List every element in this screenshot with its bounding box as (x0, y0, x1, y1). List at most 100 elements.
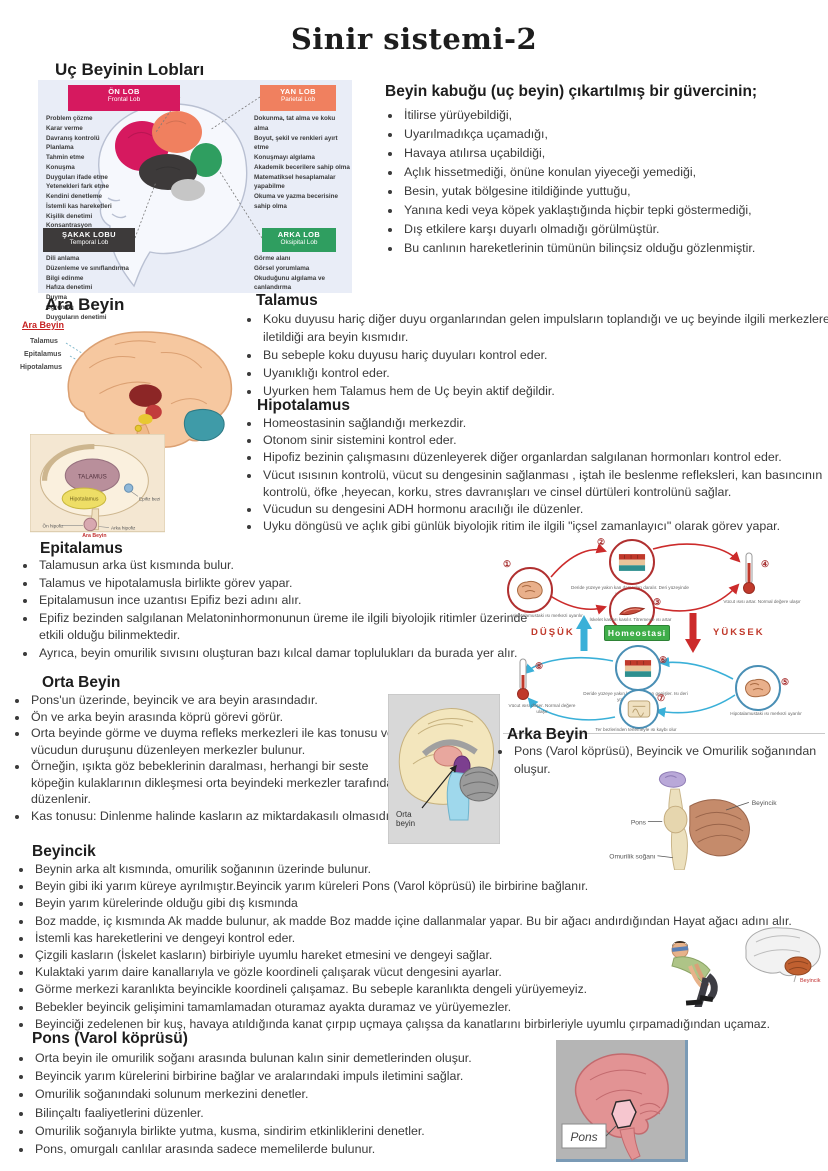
bullet-item: Görme merkezi karanlıkta beyincikle koor… (33, 981, 828, 998)
step-caption: İskelet kasları kasılır. Titremeyle ısı … (589, 617, 672, 622)
parietal-lobe-subtitle: Parietal Lob (280, 96, 316, 103)
bullet-item: İtilirse yürüyebildiği, (402, 106, 823, 125)
beyincik-sketch-label: Beyincik (800, 978, 821, 984)
bullet-item: Uyarılmadıkça uçamadığı, (402, 125, 823, 144)
bullet-item: Dış etkilere karşı duyarlı olmadığı görü… (402, 220, 823, 239)
bullet-item: Matematiksel hesaplamalar yapabilme (254, 173, 336, 191)
occipital-lobe-subtitle: Oksipital Lob (280, 239, 318, 246)
low-label: DÜŞÜK (531, 627, 575, 638)
step-caption: Ter bezlerinden terlemeyle ısı kaybı olu… (595, 727, 677, 732)
skin-vessels-node-icon (609, 539, 655, 585)
hipotalamus-heading: Hipotalamus (257, 397, 351, 414)
bullet-item: Homeostasinin sağlandığı merkezdir. (261, 415, 828, 432)
step-caption: Hipotalamustaki ısı merkezi uyarılır (511, 613, 583, 618)
bullet-item: Açlık hissetmediği, önüne konulan yiyece… (402, 163, 823, 182)
head-profile-illustration (97, 96, 263, 288)
bullet-item: Ayrıca, beyin omurilik sıvısını oluştura… (37, 645, 529, 663)
epitalamus-heading: Epitalamus (40, 540, 123, 557)
talamus-pointer-label: Talamus (30, 338, 58, 345)
bullet-item: Dili anlama (46, 255, 80, 262)
beyincik-heading: Beyincik (32, 843, 96, 860)
bullet-item: Vücudun su dengesini ADH hormonu aracılı… (261, 501, 828, 518)
bullet-item: Beynin arka alt kısmında, omurilik soğan… (33, 861, 828, 878)
pons-figure: Pons (556, 1040, 688, 1162)
sweat-gland-node-icon (619, 689, 659, 729)
bullet-item: Karar verme (46, 124, 83, 132)
bullet-item: Uyanıklığı kontrol eder. (261, 364, 828, 382)
bullet-item: Konuşma (46, 163, 75, 171)
bullet-item: Hafıza denetimi (46, 284, 93, 292)
bullet-item: Pons, omurgalı canlılar arasında sadece … (33, 1140, 578, 1158)
pons-list: Orta beyin ile omurilik soğanı arasında … (16, 1049, 578, 1158)
step-caption: Vücut ısısı artar. Normal değere ulaşır (723, 599, 801, 604)
talamus-list: Koku duyusu hariç diğer duyu organlarınd… (244, 310, 828, 400)
hypothalamus-node-icon (735, 665, 781, 711)
bullet-item: Uyurken hem Talamus hem de Uç beyin akti… (261, 382, 828, 400)
bullet-item: Yanına kedi veya köpek yaklaştığında hiç… (402, 201, 823, 220)
bullet-item: Talamus ve hipotalamusla birlikte görev … (37, 575, 529, 593)
bullet-item: Dokunma, tat alma ve koku alma (254, 115, 336, 132)
bullet-item: Bu sebeple koku duyusu hariç duyuları ko… (261, 346, 828, 364)
step-caption: Hipotalamustaki ısı merkezi uyarılır (730, 711, 802, 716)
step-number: ③ (653, 597, 662, 607)
inset-on-hipofiz-label: Ön hipofiz (42, 523, 64, 529)
frontal-lobe-subtitle: Frontal Lob (107, 96, 141, 103)
step-caption: Vücut ısısı düşer. Normal değere ulaşır (508, 703, 576, 714)
guvercin-list: İtilirse yürüyebildiği,Uyarılmadıkça uça… (385, 106, 823, 258)
hypothalamus-node-icon (507, 567, 553, 613)
bullet-item: Akademik becerilere sahip olma (254, 163, 350, 171)
bullet-item: İstemli kas hareketleri (46, 202, 112, 210)
bullet-item: Düzenleme ve sınıflandırma (46, 264, 129, 272)
inset-talamus-label: TALAMUS (78, 474, 107, 481)
guvercin-heading: Beyin kabuğu (uç beyin) çıkartılmış bir … (385, 83, 758, 100)
bullet-item: Orta beyin ile omurilik soğanı arasında … (33, 1049, 578, 1067)
pons-illustration: Pons (556, 1040, 688, 1162)
ara-beyin-heading: Ara Beyin (45, 295, 125, 314)
bullet-item: Duyguların denetimi (46, 313, 107, 321)
arka-beyin-list: Pons (Varol köprüsü), Beyincik ve Omuril… (495, 742, 828, 778)
temporal-lobe-box: ŞAKAK LOBU Temporal Lob (43, 228, 135, 252)
bullet-item: Omurilik soğanıyla birlikte yutma, kusma… (33, 1122, 578, 1140)
bullet-item: Boz madde, iç kısmında Ak madde bulunur,… (33, 913, 828, 930)
bullet-item: Bu canlının hareketlerinin tümünün bilin… (402, 239, 823, 258)
step-number: ① (503, 559, 512, 569)
bullet-item: Havaya atılırsa uçabildiği, (402, 144, 823, 163)
guvercin-section: Beyin kabuğu (uç beyin) çıkartılmış bir … (385, 83, 823, 258)
bullet-item: Kendini denetleme (46, 193, 102, 200)
pons-heading: Pons (Varol köprüsü) (32, 1030, 188, 1047)
bullet-item: Beyin gibi iki yarım küreye ayrılmıştır.… (33, 878, 828, 895)
ara-beyin-inset-illustration: TALAMUS Hipotalamus Epifiz bezi Ön hipof… (30, 434, 165, 538)
bullet-item: Bilinçaltı faaliyetlerini düzenler. (33, 1104, 578, 1122)
brainstem-illustration: Beyincik Pons Omurilik soğanı (609, 771, 777, 870)
hipotalamus-list: Homeostasinin sağlandığı merkezdir.Otono… (244, 415, 828, 535)
bullet-item: Ön ve arka beyin arasında köprü görevi g… (29, 709, 403, 726)
bullet-item: Çizgili kasların (İskelet kasların) birb… (33, 947, 828, 964)
step-number: ⑧ (535, 661, 544, 671)
bullet-item: Öğrenme (46, 303, 74, 311)
ara-beyin-figure-title: Ara Beyin (22, 320, 65, 330)
orta-beyin-figure: Orta beyin (387, 693, 501, 845)
bullet-item: Duyguları ifade etme (46, 173, 108, 181)
bullet-item: Konsantrasyon (46, 222, 92, 230)
temporal-lobe-title: ŞAKAK LOBU (62, 230, 116, 239)
bullet-item: Epitalamusun ince uzantısı Epifiz bezi a… (37, 592, 529, 610)
talamus-heading: Talamus (256, 292, 318, 309)
bullet-item: Davranış kontrolü (46, 134, 100, 142)
thermometer-icon (741, 551, 757, 600)
homeostasis-center-box: Homeostasi (604, 625, 670, 641)
bullet-item: Boyut, şekil ve renkleri ayırt etme (254, 134, 338, 152)
orta-beyin-heading: Orta Beyin (42, 674, 121, 691)
orta-beyin-list: Pons'un üzerinde, beyincik ve ara beyin … (12, 692, 403, 824)
sagittal-brain-illustration (67, 331, 233, 459)
frontal-lobe-box: ÖN LOB Frontal Lob (68, 85, 180, 111)
bullet-item: Beyincik yarım kürelerini birbirine bağl… (33, 1067, 578, 1085)
inset-epifiz-label: Epifiz bezi (139, 497, 160, 502)
parietal-lobe-title: YAN LOB (280, 87, 316, 96)
bullet-item: Kulaktaki yarım daire kanallarıyla ve gö… (33, 964, 828, 981)
homeostasis-arrows (523, 543, 741, 721)
homeostasis-figure: ① Hipotalamustaki ısı merkezi uyarılır ②… (503, 537, 825, 734)
bullet-item: Planlama (46, 144, 74, 152)
